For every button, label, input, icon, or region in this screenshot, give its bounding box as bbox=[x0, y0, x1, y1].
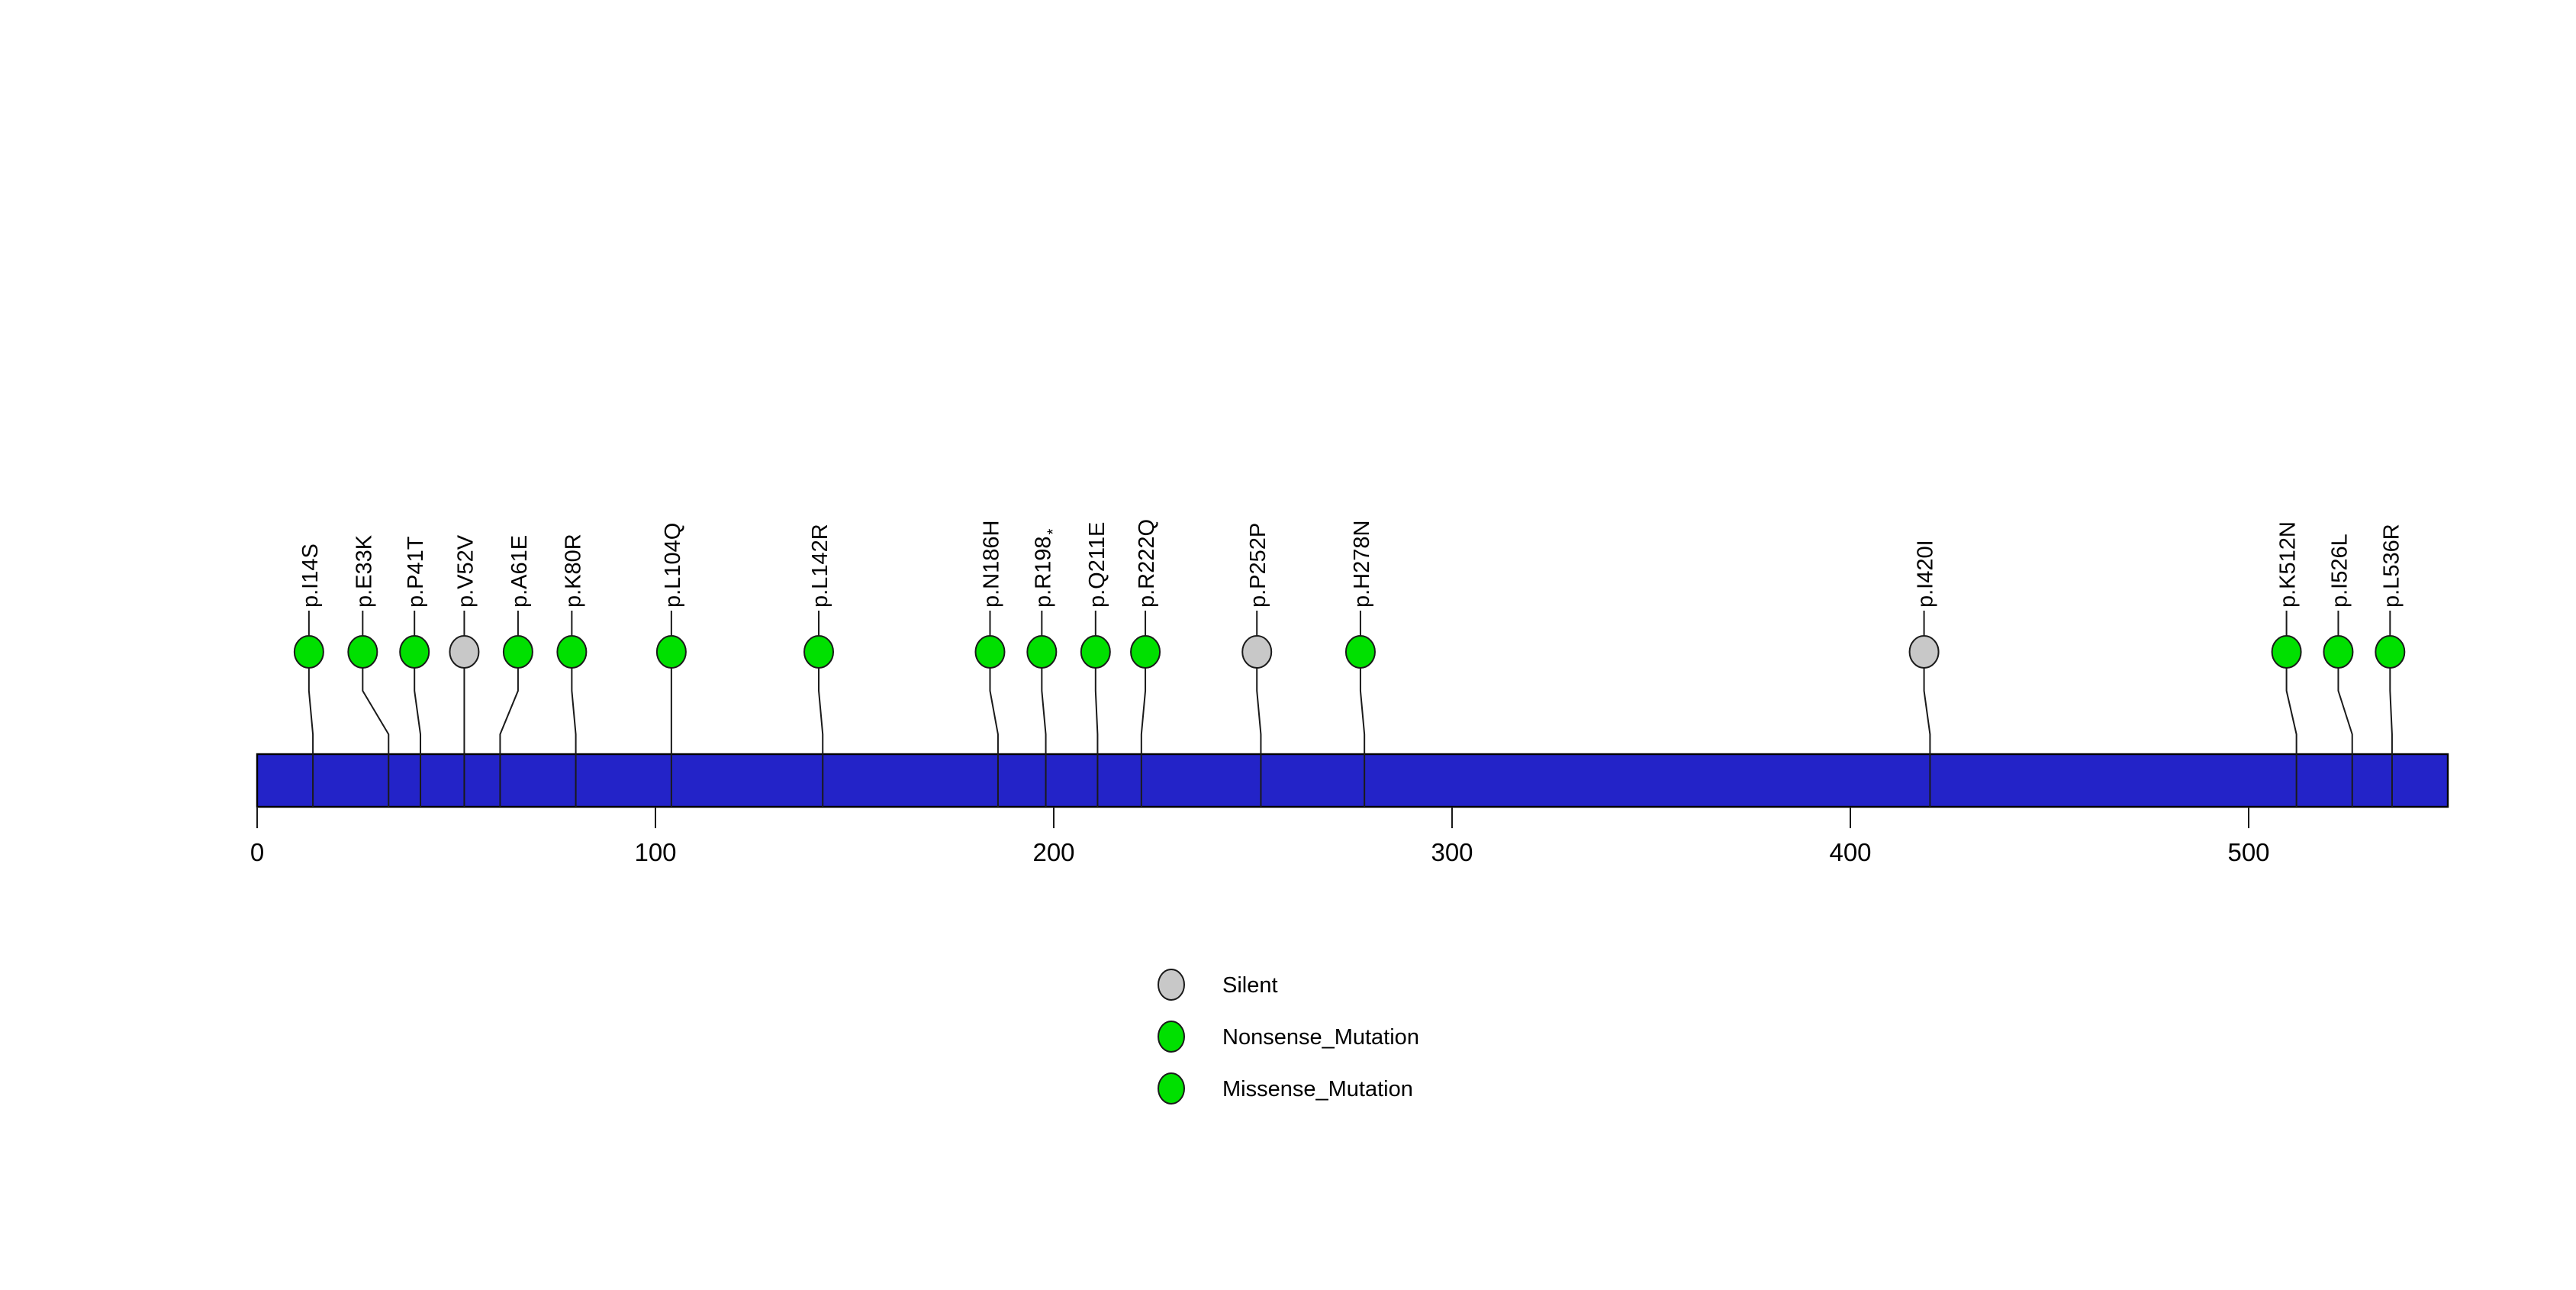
lollipop-head bbox=[1026, 635, 1058, 669]
lollipop-head bbox=[2375, 635, 2406, 669]
lollipop-head bbox=[449, 635, 480, 669]
protein-bar bbox=[256, 753, 2449, 808]
mutation-label-part: * bbox=[1045, 528, 1061, 534]
mutation-label: p.P252P bbox=[1246, 523, 1270, 608]
mutation-label: p.I420I bbox=[1914, 540, 1938, 608]
legend-label: Nonsense_Mutation bbox=[1222, 1025, 1419, 1050]
lollipop-head bbox=[1908, 635, 1940, 669]
lollipop-head bbox=[1344, 635, 1376, 669]
legend-swatch-missense-mutation bbox=[1158, 1072, 1185, 1105]
mutation-label: p.K512N bbox=[2276, 521, 2301, 608]
x-axis-tick-label: 0 bbox=[250, 838, 264, 866]
mutation-label: p.I526L bbox=[2327, 534, 2352, 608]
mutation-label: p.I14S bbox=[298, 543, 323, 608]
mutation-label: p.Q211E bbox=[1085, 522, 1109, 608]
mutation-label: p.N186H bbox=[979, 521, 1003, 608]
lollipop-head bbox=[347, 635, 378, 669]
lollipop-head bbox=[2323, 635, 2354, 669]
lollipop-head bbox=[803, 635, 835, 669]
x-axis-tick-label: 500 bbox=[2227, 838, 2269, 866]
mutation-label: p.L536R bbox=[2379, 524, 2404, 608]
mutation-label: p.L104Q bbox=[661, 523, 685, 608]
mutation-label: p.V52V bbox=[453, 534, 478, 608]
lollipop-head bbox=[399, 635, 430, 669]
x-axis-tick-label: 200 bbox=[1032, 838, 1074, 866]
lollipop-head bbox=[655, 635, 687, 669]
lollipop-head bbox=[556, 635, 588, 669]
legend-swatch-nonsense-mutation bbox=[1158, 1021, 1185, 1053]
legend-swatch-silent bbox=[1158, 969, 1185, 1001]
x-axis-tick-label: 400 bbox=[1829, 838, 1871, 866]
lollipop-head bbox=[1080, 635, 1111, 669]
x-axis-tick-label: 300 bbox=[1431, 838, 1473, 866]
lollipop-head bbox=[1130, 635, 1161, 669]
legend-label: Silent bbox=[1222, 973, 1278, 998]
mutation-label: p.H278N bbox=[1350, 521, 1374, 608]
mutation-label: p.L142R bbox=[808, 524, 832, 608]
x-axis-tick-label: 100 bbox=[634, 838, 676, 866]
mutation-label: p.A61E bbox=[507, 535, 532, 608]
lollipop-head bbox=[974, 635, 1006, 669]
mutation-label: p.R222Q bbox=[1135, 519, 1159, 608]
mutation-label: p.P41T bbox=[404, 536, 428, 608]
mutation-label: p.K80R bbox=[561, 534, 585, 608]
legend-label: Missense_Mutation bbox=[1222, 1077, 1413, 1101]
mutation-label-part: p.R198 bbox=[1031, 536, 1055, 608]
lollipop-head bbox=[1241, 635, 1273, 669]
lollipop-head bbox=[502, 635, 533, 669]
mutation-label: p.E33K bbox=[352, 534, 376, 608]
lollipop-head bbox=[293, 635, 324, 669]
mutation-label: p.R198 * bbox=[1031, 528, 1061, 608]
lollipop-head bbox=[2271, 635, 2302, 669]
